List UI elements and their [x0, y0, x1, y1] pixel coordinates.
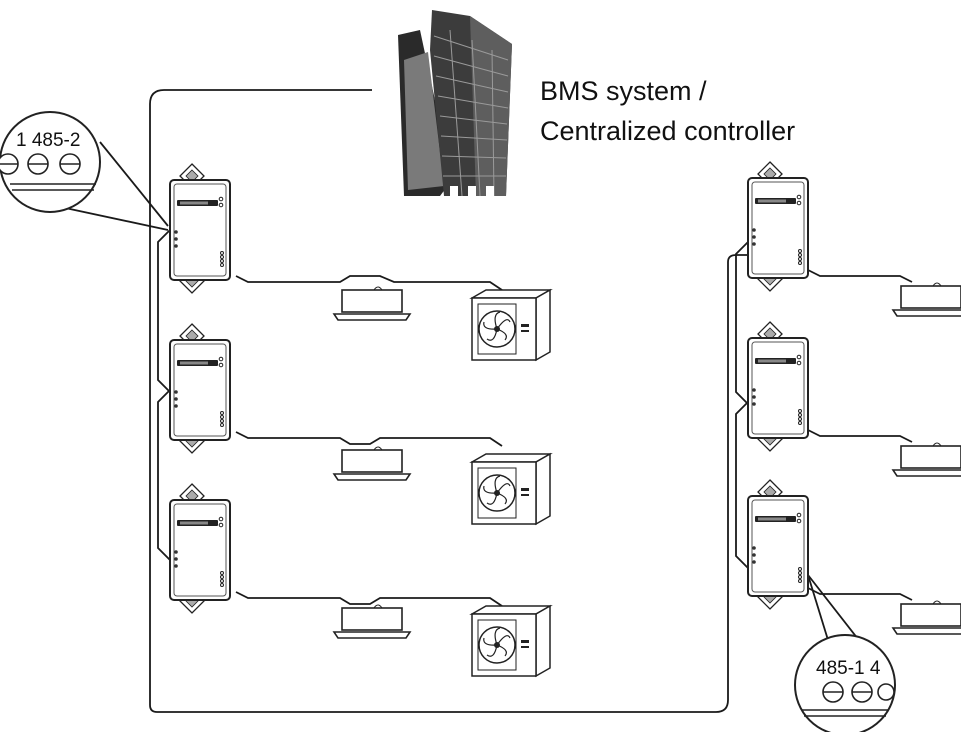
gateway-right-3	[747, 479, 809, 610]
indoor-unit-left-3	[333, 604, 411, 639]
gateway-right-2	[747, 321, 809, 452]
rs485-bus	[55, 89, 913, 713]
gateway-left-2	[169, 323, 231, 454]
outdoor-unit-3	[471, 605, 551, 677]
building-icon	[398, 10, 512, 197]
indoor-unit-left-1	[333, 286, 411, 321]
terminal-callout-bottom-right	[794, 634, 896, 732]
terminal-label-485-1: 485-1 4	[816, 658, 881, 679]
terminal-callout-top-left	[0, 111, 101, 213]
indoor-unit-left-2	[333, 446, 411, 481]
gateway-left-3	[169, 483, 231, 614]
outdoor-unit-1	[471, 289, 551, 361]
bms-label-line1: BMS system /	[540, 76, 707, 106]
bms-label-line2: Centralized controller	[540, 116, 796, 146]
gateway-right-1	[747, 161, 809, 292]
outdoor-unit-2	[471, 453, 551, 525]
terminal-label-485-2: 1 485-2	[16, 130, 81, 151]
gateway-left-1	[169, 163, 231, 294]
indoor-unit-right-2	[892, 442, 961, 477]
indoor-unit-right-3	[892, 600, 961, 635]
indoor-unit-right-1	[892, 282, 961, 317]
